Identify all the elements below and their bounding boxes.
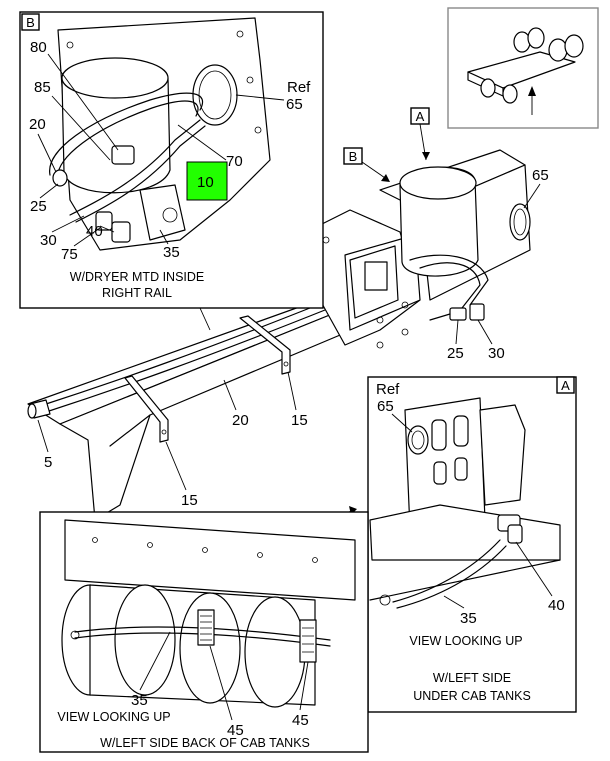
callout-b-ref-65: 65 bbox=[286, 96, 303, 113]
callout-b-25: 25 bbox=[30, 198, 47, 215]
callout-a-35: 35 bbox=[460, 610, 477, 627]
callout-main-25: 25 bbox=[447, 345, 464, 362]
detail-b-callouts: 80 85 20 25 30 75 40 35 70 Ref 65 W/DRYE… bbox=[29, 39, 311, 300]
detail-a-tag: A bbox=[561, 378, 570, 393]
callout-b-30: 30 bbox=[40, 232, 57, 249]
detail-bottom-panel bbox=[39, 511, 369, 753]
detail-b-caption-line2: RIGHT RAIL bbox=[102, 286, 172, 300]
view-tag-a: A bbox=[416, 109, 425, 124]
callout-b-40: 40 bbox=[86, 223, 103, 240]
callout-b-ref-label: Ref bbox=[287, 79, 311, 96]
callout-bottom-35: 35 bbox=[131, 692, 148, 709]
view-tag-b: B bbox=[349, 149, 358, 164]
callout-a-40: 40 bbox=[548, 597, 565, 614]
detail-b-panel: B bbox=[19, 11, 324, 309]
callout-main-30: 30 bbox=[488, 345, 505, 362]
callout-a-ref-65: 65 bbox=[377, 398, 394, 415]
view-tag-b-box bbox=[343, 147, 363, 165]
callout-b-75: 75 bbox=[61, 246, 78, 263]
callout-b-20: 20 bbox=[29, 116, 46, 133]
highlighted-part-10: 10 bbox=[197, 174, 214, 191]
callout-b-80: 80 bbox=[30, 39, 47, 56]
detail-a-callouts: Ref 65 35 40 VIEW LOOKING UP W/LEFT SIDE… bbox=[376, 381, 565, 703]
callout-b-35: 35 bbox=[163, 244, 180, 261]
callout-main-65: 65 bbox=[532, 167, 549, 184]
callout-b-85: 85 bbox=[34, 79, 51, 96]
main-frame-assembly bbox=[27, 149, 531, 521]
callout-main-15-right: 15 bbox=[291, 412, 308, 429]
callout-main-20: 20 bbox=[232, 412, 249, 429]
detail-a-caption-line2: UNDER CAB TANKS bbox=[413, 689, 531, 703]
detail-a-caption-line1: W/LEFT SIDE bbox=[433, 671, 511, 685]
detail-b-tag: B bbox=[26, 15, 35, 30]
callout-bottom-45-left: 45 bbox=[227, 722, 244, 739]
callout-b-70: 70 bbox=[226, 153, 243, 170]
detail-b-tag-box bbox=[21, 13, 40, 31]
detail-a-tag-box bbox=[556, 376, 575, 394]
callout-main-5: 5 bbox=[44, 454, 52, 471]
highlighted-part-10-box bbox=[186, 161, 228, 201]
detail-a-panel: A bbox=[367, 376, 577, 713]
orientation-inset bbox=[447, 7, 599, 129]
callout-main-15-left: 15 bbox=[181, 492, 198, 509]
detail-bottom-caption-view: VIEW LOOKING UP bbox=[57, 710, 170, 724]
callout-a-ref-label: Ref bbox=[376, 381, 400, 398]
callout-bottom-45-right: 45 bbox=[292, 712, 309, 729]
detail-b-caption-line1: W/DRYER MTD INSIDE bbox=[70, 270, 205, 284]
detail-bottom-caption-main: W/LEFT SIDE BACK OF CAB TANKS bbox=[100, 736, 310, 750]
detail-a-caption-view: VIEW LOOKING UP bbox=[409, 634, 522, 648]
detail-bottom-callouts: 35 45 45 VIEW LOOKING UP W/LEFT SIDE BAC… bbox=[57, 631, 310, 750]
